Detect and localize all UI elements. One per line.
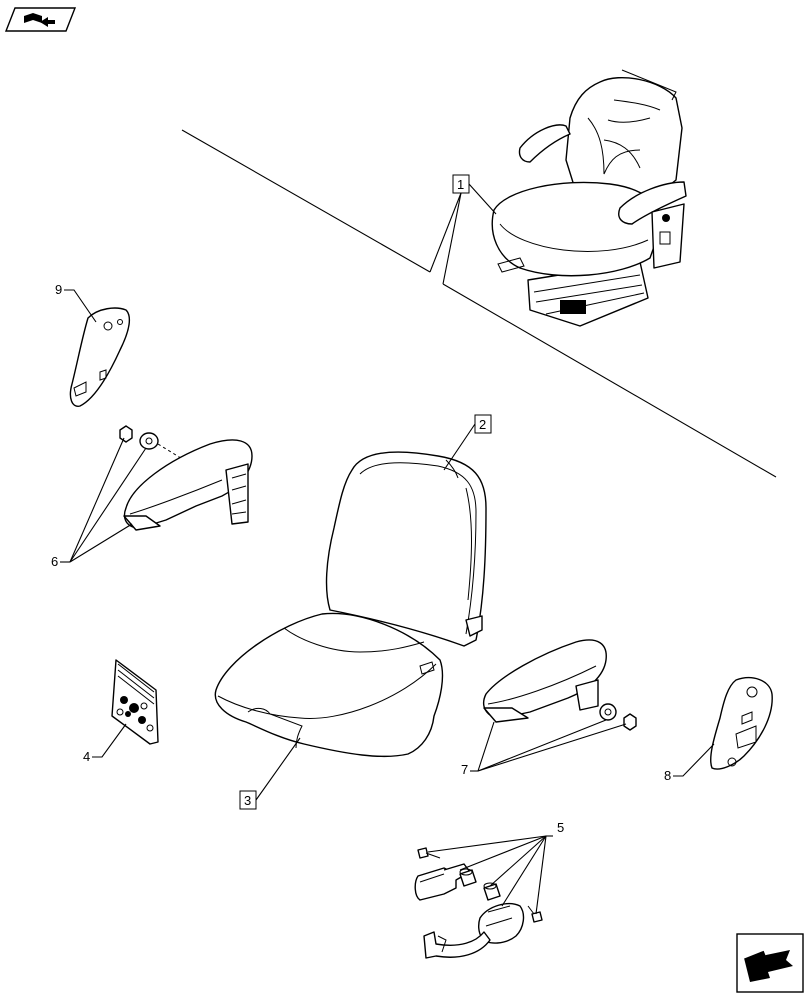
- callout-9-label: 9: [55, 282, 62, 297]
- callout-5-label: 5: [557, 820, 564, 835]
- left-armrest-part: [119, 425, 253, 531]
- callout-3-label: 3: [244, 793, 251, 808]
- callout-6-label: 6: [51, 554, 58, 569]
- callout-8-label: 8: [664, 768, 671, 783]
- side-bracket-part: [710, 676, 773, 770]
- callout-3: 3: [239, 737, 301, 810]
- callout-1: 1: [429, 174, 497, 285]
- book-with-arrow-icon[interactable]: [4, 7, 77, 32]
- callout-7: 7: [461, 719, 627, 777]
- seat-belt-kit-part: [414, 847, 543, 959]
- callout-5: 5: [427, 820, 564, 915]
- callout-4-label: 4: [83, 749, 90, 764]
- callout-7-label: 7: [461, 762, 468, 777]
- control-panel-part: [111, 659, 159, 745]
- callout-2-label: 2: [479, 417, 486, 432]
- callout-1-label: 1: [457, 177, 464, 192]
- callout-9: 9: [55, 282, 97, 323]
- section-divider: [181, 129, 777, 478]
- complete-seat-assembly: [491, 69, 687, 327]
- backrest-part: [325, 451, 487, 647]
- callout-2: 2: [443, 414, 492, 471]
- side-cover-part: [69, 307, 131, 407]
- callout-6: 6: [51, 437, 147, 569]
- callout-8: 8: [664, 743, 715, 783]
- callout-4: 4: [83, 723, 127, 764]
- seat-cushion-part: [214, 612, 444, 758]
- right-armrest-part: [483, 639, 637, 731]
- next-page-arrow-icon[interactable]: [736, 933, 804, 993]
